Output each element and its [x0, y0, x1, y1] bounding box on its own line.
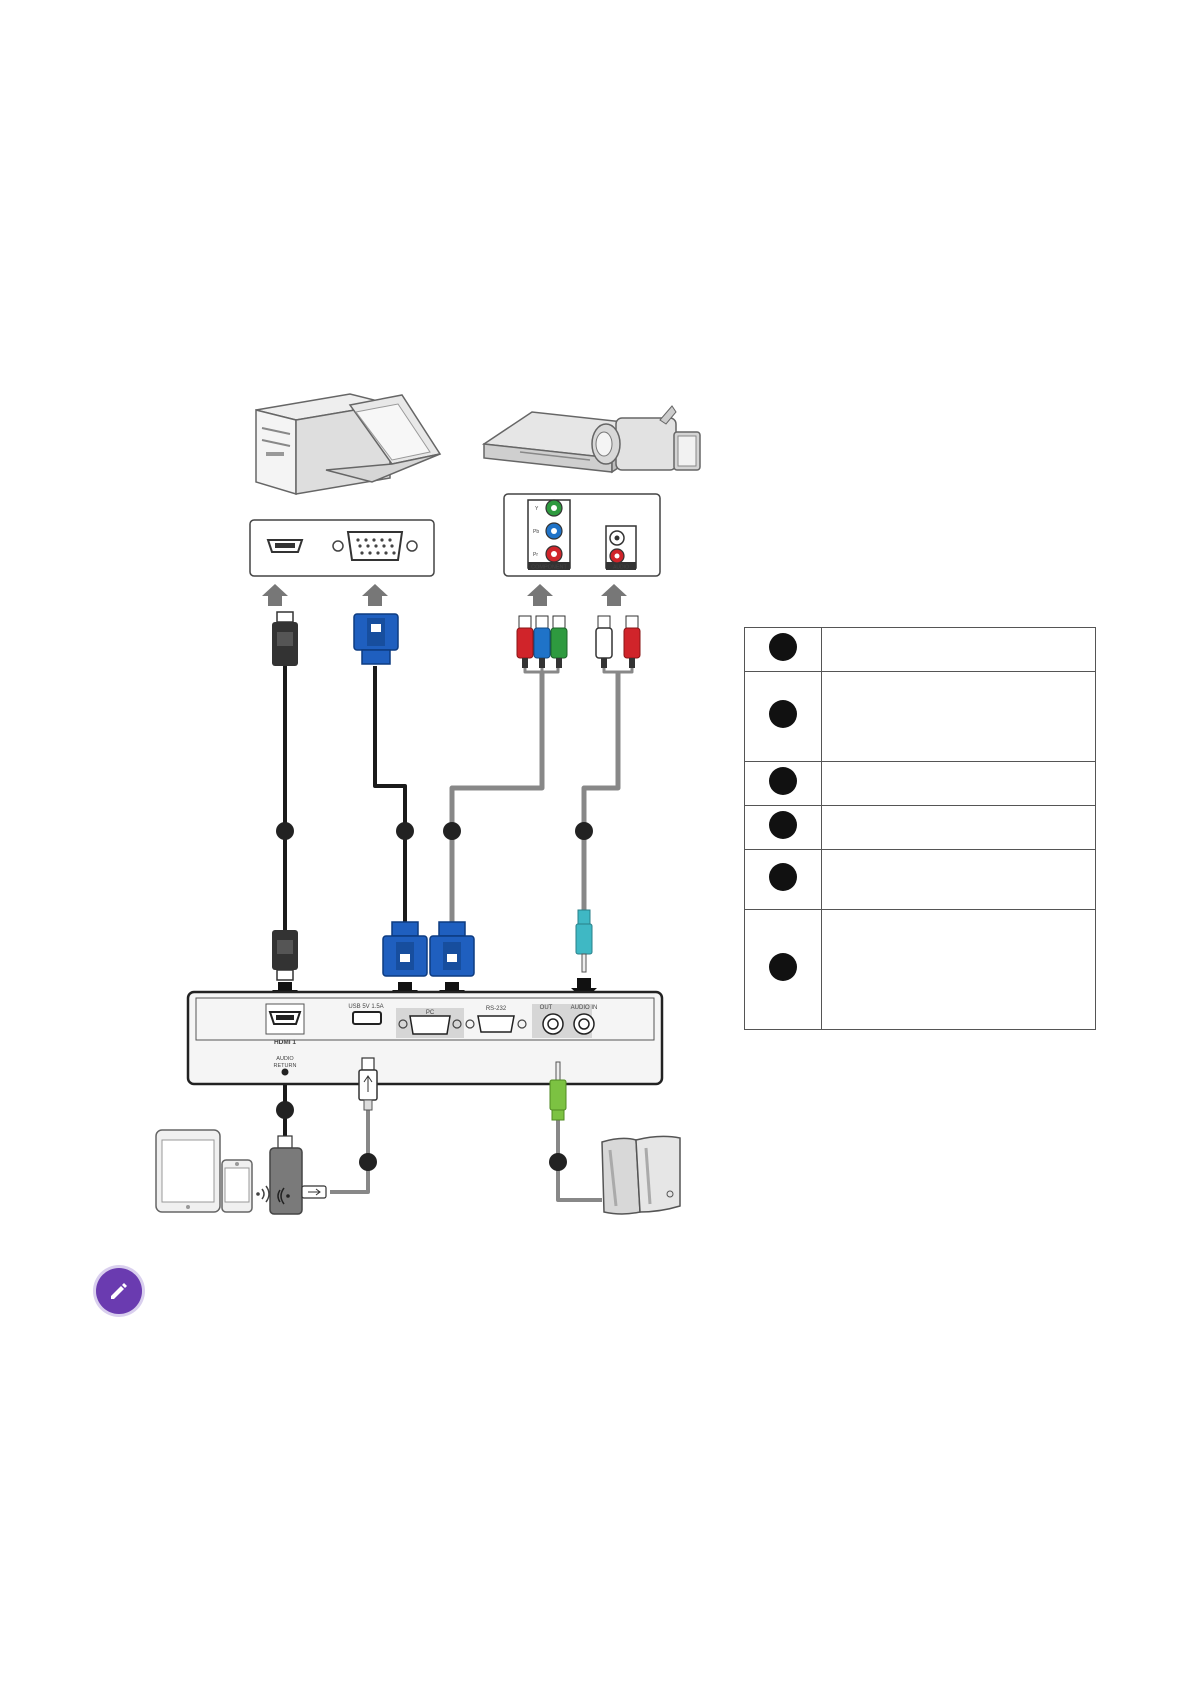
rca-audio-plugs	[595, 615, 641, 668]
hdmi-plug-bottom	[272, 930, 298, 981]
legend-description	[821, 849, 1096, 910]
cable-marker	[396, 822, 414, 840]
pr-label: Pr	[533, 552, 538, 558]
legend-row	[744, 909, 1096, 1030]
projector-rear-panel: HDMI 1 AUDIO RETURN USB 5V 1.5A PC RS-23…	[186, 990, 664, 1086]
audio-out-label: OUT	[540, 1005, 553, 1011]
vga-port-icon	[409, 1015, 451, 1035]
up-arrows	[262, 584, 627, 606]
legend-description	[821, 805, 1096, 850]
legend-marker-icon	[769, 953, 797, 981]
audio-out-plug	[549, 1061, 567, 1121]
cable-legend-table	[744, 627, 1096, 1030]
hdmi-port-label: HDMI 1	[274, 1039, 296, 1046]
rs232-port-label: RS-232	[486, 1006, 507, 1012]
legend-row	[744, 627, 1096, 672]
speakers-icon	[601, 1135, 681, 1215]
vga-plug-top	[353, 613, 399, 665]
audio-label: AUDIO	[613, 565, 629, 571]
av-source-panel: COMPONENT Y Pb Pr AUDIO	[503, 493, 661, 577]
up-arrow-icon	[527, 584, 553, 606]
legend-marker-icon	[769, 767, 797, 795]
cable-marker	[549, 1153, 567, 1171]
legend-row	[744, 761, 1096, 806]
micro-usb-plug	[301, 1185, 327, 1199]
pencil-note-icon	[96, 1268, 142, 1314]
audio-out-jack	[542, 1013, 564, 1035]
vga-port-icon	[332, 531, 418, 561]
cable-marker	[443, 822, 461, 840]
legend-description	[821, 761, 1096, 806]
vga-cable	[373, 666, 407, 922]
up-arrow-icon	[262, 584, 288, 606]
vga-plug-bottom-2	[429, 921, 475, 977]
cable-markers	[276, 822, 593, 1171]
cable-marker	[359, 1153, 377, 1171]
legend-description	[821, 671, 1096, 762]
legend-description	[821, 909, 1096, 1030]
legend-marker-icon	[769, 811, 797, 839]
pc-port-label: PC	[426, 1010, 435, 1016]
legend-marker-icon	[769, 633, 797, 661]
audio-in-cable	[581, 672, 621, 912]
component-label: COMPONENT	[531, 565, 567, 571]
legend-marker-icon	[769, 863, 797, 891]
up-arrow-icon	[362, 584, 388, 606]
hdmi-arc-label-1: AUDIO	[276, 1056, 294, 1062]
rca-component-plugs	[516, 615, 568, 668]
smartphone-icon	[221, 1159, 253, 1213]
legend-marker-icon	[769, 700, 797, 728]
y-label: Y	[535, 506, 539, 512]
pc-source-panel	[249, 519, 435, 577]
usb-plug	[358, 1057, 378, 1111]
usb-cable	[330, 1110, 370, 1194]
cables	[283, 666, 634, 1202]
legend-row	[744, 849, 1096, 910]
rs232-port-icon	[477, 1015, 515, 1033]
camcorder-icon	[591, 405, 701, 471]
cable-marker	[276, 822, 294, 840]
audio-out-cable	[556, 1118, 602, 1202]
component-cable	[449, 672, 545, 922]
audio-in-label: AUDIO IN	[571, 1005, 598, 1011]
usb-port-label: USB 5V 1.5A	[348, 1004, 383, 1010]
usb-port	[352, 1011, 382, 1025]
audio-in-plug	[575, 909, 593, 973]
hdmi-arc-label-2: RETURN	[274, 1063, 297, 1069]
legend-description	[821, 627, 1096, 672]
wireless-signal-icon	[256, 1185, 270, 1203]
wireless-dongle-icon	[269, 1135, 303, 1215]
cable-marker	[276, 1101, 294, 1119]
audio-split	[602, 666, 634, 674]
up-arrow-icon	[601, 584, 627, 606]
down-arrow-icon	[571, 978, 597, 1000]
legend-row	[744, 671, 1096, 762]
audio-in-jack	[573, 1013, 595, 1035]
laptop-icon	[325, 394, 442, 483]
hdmi-plug-top	[272, 611, 298, 666]
legend-row	[744, 805, 1096, 850]
vga-plug-bottom-1	[382, 921, 428, 977]
cable-marker	[575, 822, 593, 840]
tablet-icon	[155, 1129, 221, 1213]
hdmi-port-icon	[266, 539, 304, 553]
pb-label: Pb	[533, 529, 539, 535]
